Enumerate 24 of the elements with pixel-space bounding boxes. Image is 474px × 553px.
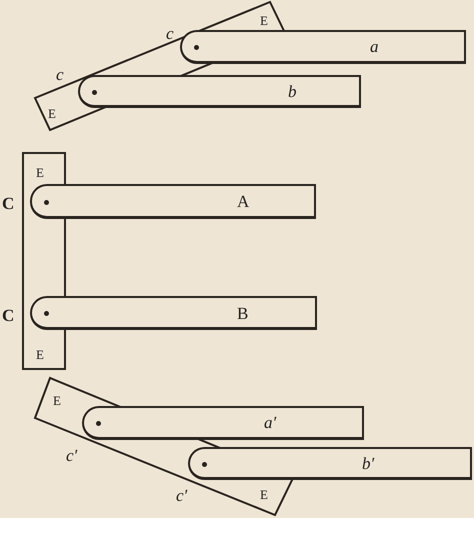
part-letter: c bbox=[166, 25, 174, 42]
part-letter: c bbox=[56, 66, 64, 83]
part-letter: b′ bbox=[362, 455, 374, 472]
part-letter: A bbox=[237, 193, 250, 210]
lever-bar bbox=[30, 184, 316, 219]
part-letter: a′ bbox=[264, 414, 276, 431]
lever-bar bbox=[180, 30, 466, 64]
part-letter: c′ bbox=[66, 447, 78, 464]
part-letter: E bbox=[36, 164, 44, 181]
part-letter: C bbox=[2, 307, 14, 324]
part-letter: C bbox=[2, 195, 14, 212]
part-letter: B bbox=[237, 305, 248, 322]
lever-bar bbox=[82, 406, 364, 440]
part-letter: E bbox=[53, 392, 61, 409]
part-letter: E bbox=[48, 105, 56, 122]
lever-bar bbox=[188, 447, 472, 480]
lever-bar bbox=[78, 75, 361, 108]
part-letter: E bbox=[260, 486, 268, 503]
part-letter: E bbox=[260, 12, 268, 29]
part-letter: b bbox=[288, 83, 296, 100]
part-letter: c′ bbox=[176, 487, 188, 504]
lever-bar bbox=[30, 296, 317, 330]
part-letter: E bbox=[36, 346, 44, 363]
part-letter: a bbox=[370, 38, 378, 55]
